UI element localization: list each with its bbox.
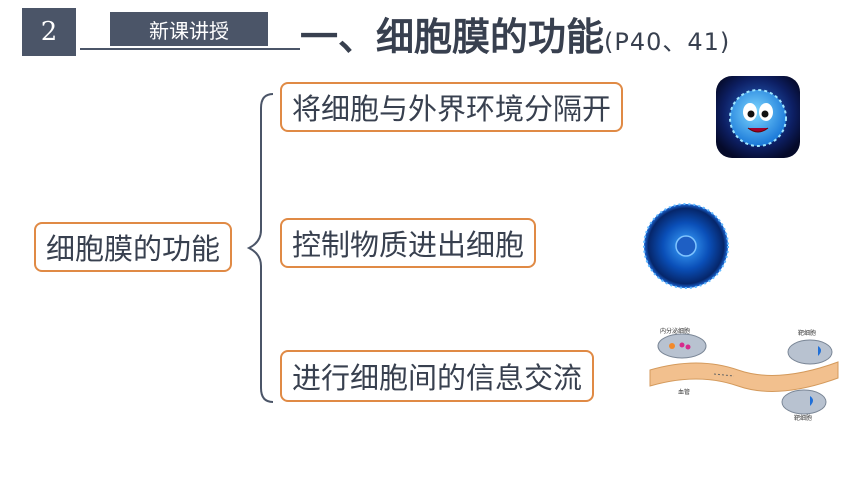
page-reference: (P40、41)	[604, 28, 731, 56]
title-underline	[80, 48, 300, 50]
label-blood-vessel: 血管	[678, 388, 690, 396]
cell-micrograph-image	[643, 203, 729, 289]
root-concept-box: 细胞膜的功能	[34, 222, 233, 272]
section-tag: 新课讲授	[110, 12, 268, 46]
label-secreting-cell: 内分泌细胞	[660, 327, 690, 335]
page-title-text: 一、细胞膜的功能	[300, 15, 605, 59]
function-item-separate: 将细胞与外界环境分隔开	[280, 82, 624, 132]
cell-signaling-diagram: 内分泌细胞 靶细胞 靶细胞 血管	[649, 327, 839, 422]
brace-connector	[246, 93, 274, 403]
function-item-communication: 进行细胞间的信息交流	[280, 350, 595, 402]
page-title: 一、细胞膜的功能(P40、41)	[300, 6, 730, 61]
function-item-control: 控制物质进出细胞	[280, 218, 537, 268]
section-number-badge: 2	[22, 8, 76, 56]
label-target-cell-2: 靶细胞	[794, 414, 812, 422]
cartoon-cell-image	[716, 76, 800, 158]
label-target-cell-1: 靶细胞	[798, 329, 816, 337]
